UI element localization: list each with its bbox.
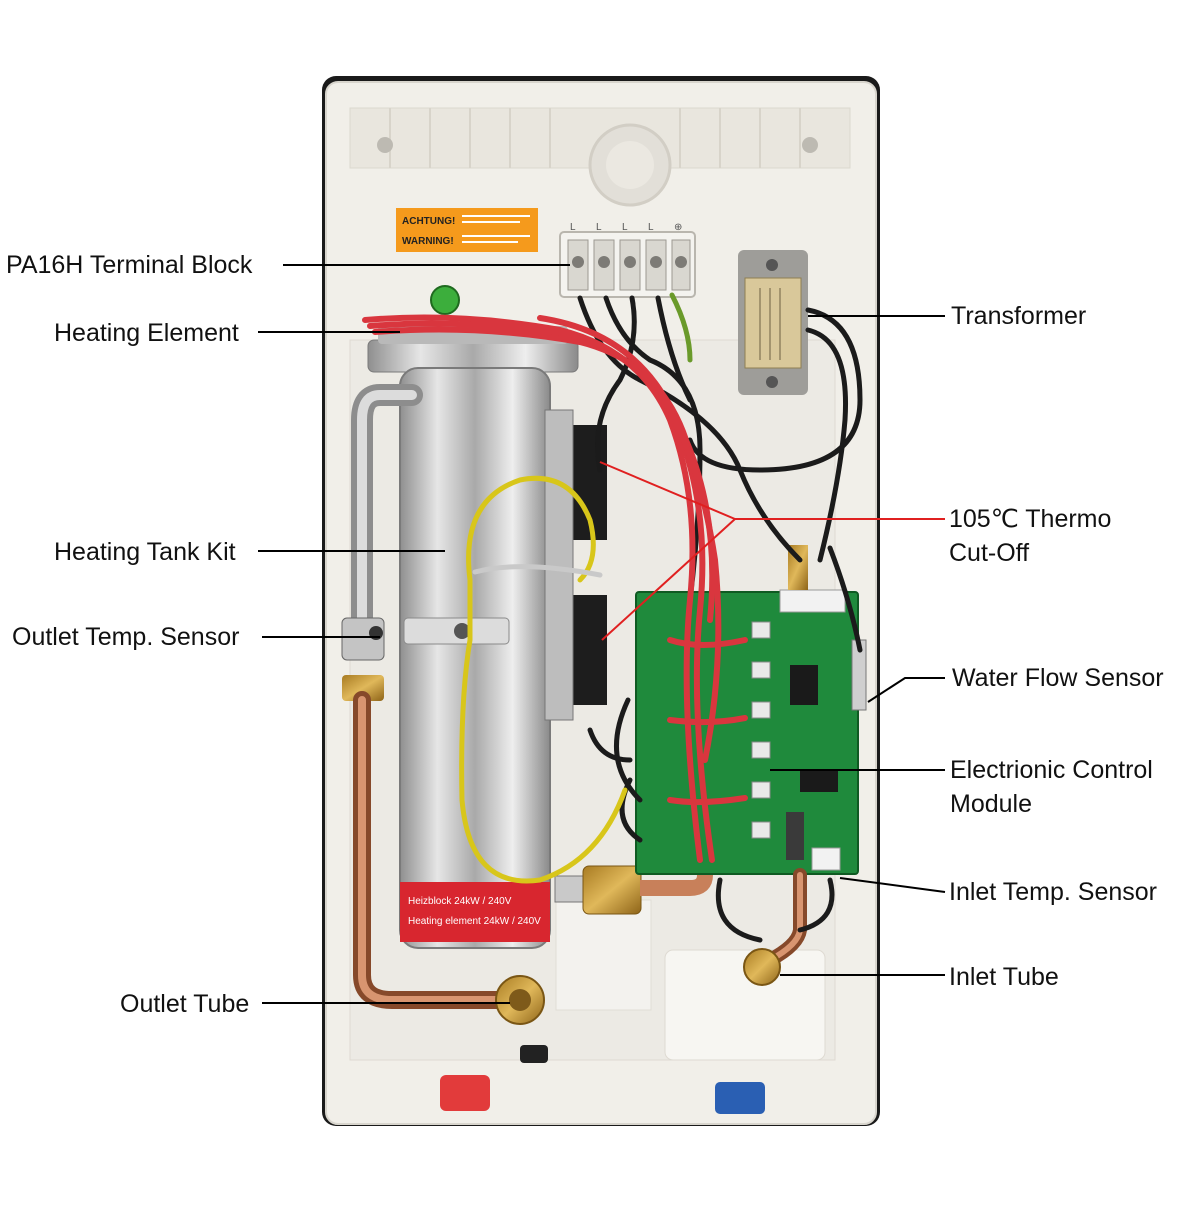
control-pcb: [635, 589, 859, 875]
label-control-line2: Module: [950, 790, 1032, 818]
callout-lines: [258, 264, 946, 1004]
svg-text:⊕: ⊕: [674, 222, 682, 233]
thermo-cutoff: [544, 409, 607, 721]
label-outlet-sensor: Outlet Temp. Sensor: [12, 623, 240, 651]
outlet-bypass-tube: [351, 384, 423, 651]
sticker-line1: ACHTUNG!: [402, 216, 455, 227]
label-control-line1: Electrionic Control: [950, 756, 1153, 784]
label-heating-tank: Heating Tank Kit: [54, 538, 236, 566]
heating-tank: Heizblock 24kW / 240V Heating element 24…: [399, 367, 551, 949]
label-thermo-line2: Cut-Off: [949, 539, 1030, 567]
svg-text:L: L: [570, 222, 576, 233]
wires-red: [362, 314, 748, 863]
wires-yellow-green: [459, 292, 693, 884]
label-heating-element: Heating Element: [54, 319, 239, 347]
tank-badge-line1: Heizblock 24kW / 240V: [408, 896, 512, 907]
callout-thermo-lower: [601, 518, 736, 641]
svg-text:L: L: [648, 222, 654, 233]
label-flow-sensor: Water Flow Sensor: [952, 664, 1164, 692]
sticker-line2: WARNING!: [402, 236, 454, 247]
callout-flow-sensor: [867, 677, 945, 703]
outlet-sensor-fitting: [341, 617, 385, 701]
svg-text:L: L: [622, 222, 628, 233]
label-inlet-tube: Inlet Tube: [949, 963, 1059, 991]
copper-outlet-tube: [353, 691, 545, 1025]
callout-inlet-sensor: [839, 877, 946, 893]
warning-sticker: ACHTUNG! WARNING!: [396, 208, 538, 252]
tank-badge-line2: Heating element 24kW / 240V: [408, 916, 541, 927]
label-terminal-block: PA16H Terminal Block: [6, 251, 253, 279]
label-transformer: Transformer: [951, 302, 1087, 330]
label-inlet-sensor: Inlet Temp. Sensor: [949, 878, 1157, 906]
terminal-block: L L L L ⊕: [559, 222, 696, 298]
wires-gray: [472, 564, 603, 578]
transformer: [738, 250, 808, 395]
tank-inlet-connector: [554, 865, 713, 915]
svg-text:L: L: [596, 222, 602, 233]
label-thermo-line1: 105℃ Thermo: [949, 505, 1112, 533]
label-outlet-tube: Outlet Tube: [120, 990, 250, 1018]
